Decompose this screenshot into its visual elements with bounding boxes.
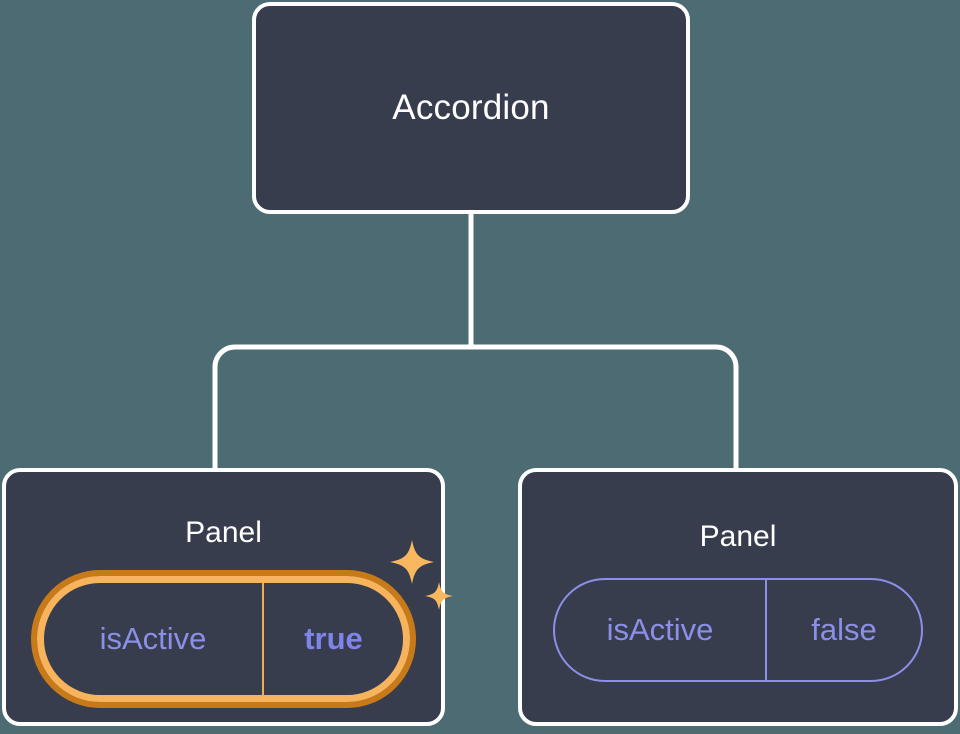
node-panel-inactive-label: Panel: [699, 520, 777, 553]
prop-pill-wrap-active: isActive true: [31, 540, 453, 708]
prop-value: false: [765, 580, 921, 680]
prop-pill-isactive-true[interactable]: isActive true: [31, 570, 416, 708]
prop-value: true: [262, 583, 403, 695]
node-accordion-label: Accordion: [392, 88, 550, 127]
prop-pill-isactive-false[interactable]: isActive false: [553, 578, 923, 682]
connector-branch-left: [212, 344, 471, 468]
prop-pill-wrap-inactive: isActive false: [553, 578, 923, 682]
sparkle-small-icon: [425, 582, 453, 610]
prop-key: isActive: [606, 612, 714, 647]
node-panel-inactive[interactable]: Panel isActive false: [518, 468, 958, 726]
node-accordion[interactable]: Accordion: [252, 2, 690, 214]
node-panel-active[interactable]: Panel isActive true: [2, 468, 453, 726]
prop-pill-inner: isActive true: [37, 576, 410, 702]
node-panel-active-label: Panel: [185, 516, 262, 549]
prop-key: isActive: [99, 621, 207, 656]
connector-branch-right: [471, 344, 739, 468]
sparkle-large-icon: [390, 540, 434, 584]
